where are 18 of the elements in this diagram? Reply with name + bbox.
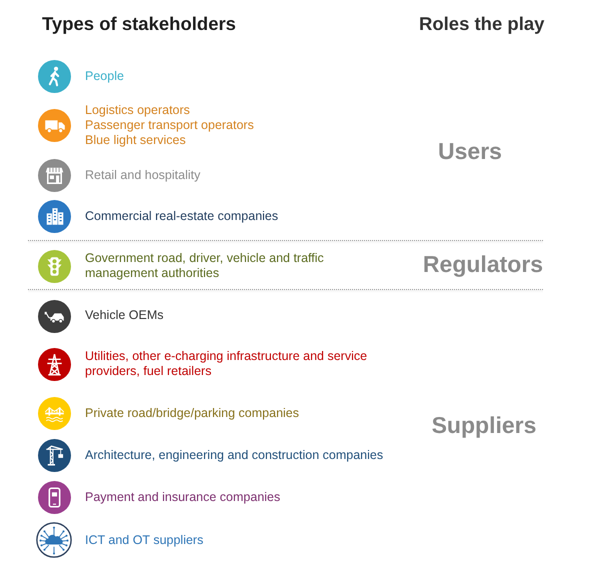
stakeholder-label: People [85, 69, 124, 84]
stakeholder-label: ICT and OT suppliers [85, 533, 204, 548]
stakeholder-label: Government road, driver, vehicle and traffic management authorities [85, 251, 325, 280]
column-heading: Types of stakeholders [42, 13, 236, 35]
stakeholder-label: Retail and hospitality [85, 168, 200, 182]
stakeholder-label: Architecture, engineering and construction companies [85, 448, 384, 462]
stakeholder-label: Logistics operators [85, 103, 190, 118]
role-label: Regulators [422, 251, 544, 277]
stakeholder-label: Vehicle OEMs [85, 308, 164, 322]
stakeholder-label: Commercial real-estate companies [85, 209, 278, 224]
stakeholder-label: Utilities, other e-charging infrastructure and service providers, fuel retailers [85, 349, 368, 378]
stakeholder-label: Payment and insurance companies [85, 490, 280, 504]
stakeholder-label: Private road/bridge/parking companies [85, 406, 300, 420]
role-label: Users [438, 138, 502, 164]
stakeholder-label: Passenger transport operators [85, 118, 254, 132]
role-label: Suppliers [432, 412, 536, 438]
stakeholder-label: Blue light services [85, 132, 186, 147]
column-heading: Roles the play [419, 13, 544, 35]
